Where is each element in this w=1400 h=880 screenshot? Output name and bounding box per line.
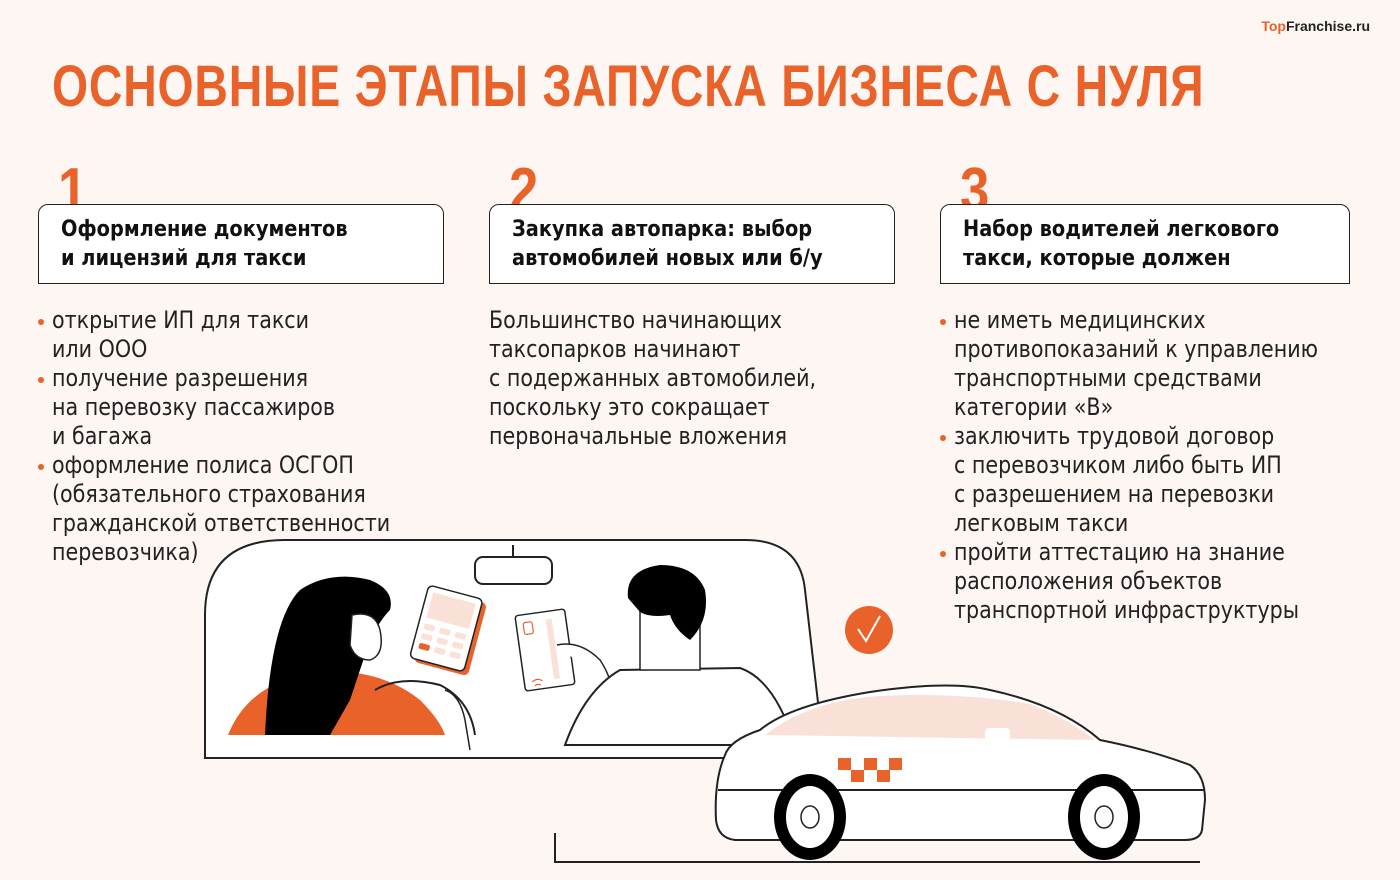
brand-rest: Franchise.ru xyxy=(1285,18,1370,34)
list-item: не иметь медицинских противопоказаний к … xyxy=(940,306,1377,422)
text-line: расположения объектов xyxy=(954,567,1223,595)
text-line: таксопарков начинают xyxy=(489,335,741,363)
step-heading-box: Оформление документов и лицензий для так… xyxy=(38,204,444,284)
card-terminal-icon xyxy=(409,585,486,676)
step-heading-line: такси, которые должен xyxy=(963,246,1231,271)
step-heading-box: Набор водителей легкового такси, которые… xyxy=(940,204,1350,284)
list-item: оформление полиса ОСГОП (обязательного с… xyxy=(38,451,445,567)
text-line: не иметь медицинских xyxy=(954,306,1206,334)
text-line: (обязательного страхования xyxy=(52,480,366,508)
list-item: пройти аттестацию на знание расположения… xyxy=(940,538,1377,625)
driver-woman-icon xyxy=(228,576,476,751)
text-line: или ООО xyxy=(52,335,148,363)
text-line: поскольку это сокращает xyxy=(489,393,770,421)
step-body: не иметь медицинских противопоказаний к … xyxy=(940,306,1377,625)
text-line: с подержанных автомобилей, xyxy=(489,364,817,392)
page-title: ОСНОВНЫЕ ЭТАПЫ ЗАПУСКА БИЗНЕСА С НУЛЯ xyxy=(52,54,1205,119)
step-heading-line: Оформление документов xyxy=(61,217,348,242)
wheel-icon xyxy=(774,774,846,860)
text-line: с разрешением на перевозки xyxy=(954,480,1275,508)
step-heading-line: Набор водителей легкового xyxy=(963,217,1280,242)
taxi-checker-icon xyxy=(838,758,902,782)
check-icon xyxy=(845,606,893,654)
brand-prefix: Top xyxy=(1261,18,1286,34)
text-line: пройти аттестацию на знание xyxy=(954,538,1285,566)
step-heading-box: Закупка автопарка: выбор автомобилей нов… xyxy=(489,204,895,284)
step-heading-line: Закупка автопарка: выбор xyxy=(512,217,813,242)
text-line: Большинство начинающих xyxy=(489,306,783,334)
text-line: транспортной инфраструктуры xyxy=(954,596,1300,624)
wheel-icon xyxy=(1068,774,1140,860)
text-line: заключить трудовой договор xyxy=(954,422,1275,450)
text-line: противопоказаний к управлению xyxy=(954,335,1319,363)
text-line: гражданской ответственности xyxy=(52,509,391,537)
text-line: получение разрешения xyxy=(52,364,309,392)
passenger-man-icon xyxy=(556,565,797,746)
step-heading-line: автомобилей новых или б/у xyxy=(512,246,823,271)
text-line: транспортными средствами xyxy=(954,364,1262,392)
rearview-mirror-icon xyxy=(474,545,553,585)
step-body: Большинство начинающих таксопарков начин… xyxy=(489,306,869,451)
text-line: и багажа xyxy=(52,422,153,450)
text-line: категории «В» xyxy=(954,393,1114,421)
list-item: открытие ИП для такси или ООО xyxy=(38,306,445,364)
text-line: на перевозку пассажиров xyxy=(52,393,336,421)
taxi-car-icon xyxy=(714,684,1207,860)
text-line: с перевозчиком либо быть ИП xyxy=(954,451,1282,479)
brand-logo[interactable]: TopFranchise.ru xyxy=(1261,18,1370,34)
list-item: заключить трудовой договор с перевозчико… xyxy=(940,422,1377,538)
text-line: оформление полиса ОСГОП xyxy=(52,451,354,479)
text-line: открытие ИП для такси xyxy=(52,306,310,334)
text-line: легковым такси xyxy=(954,509,1129,537)
text-line: перевозчика) xyxy=(52,538,199,566)
list-item: получение разрешения на перевозку пассаж… xyxy=(38,364,445,451)
step-body: открытие ИП для такси или ООО получение … xyxy=(38,306,445,567)
step-heading-line: и лицензий для такси xyxy=(61,246,307,271)
text-line: первоначальные вложения xyxy=(489,422,788,450)
